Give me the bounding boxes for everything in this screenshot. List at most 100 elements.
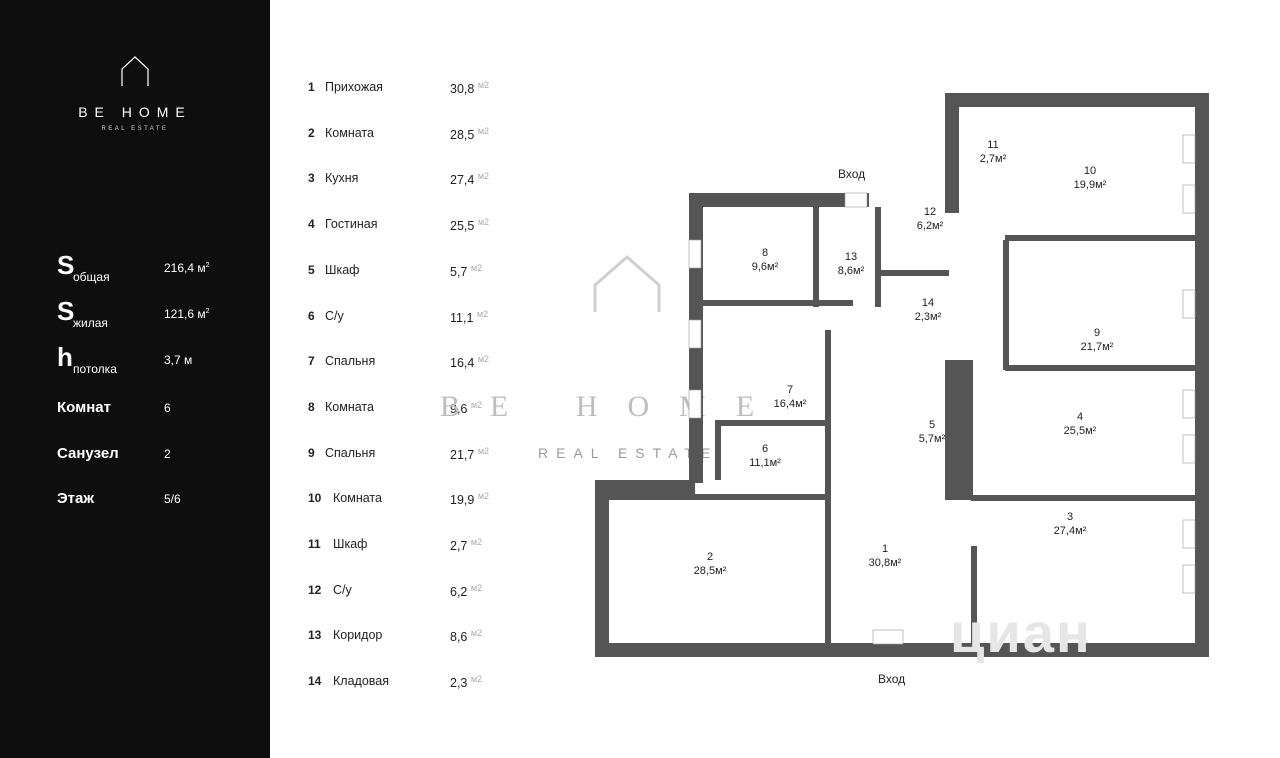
room-label-4: 4 [1077, 411, 1083, 423]
room-area: 30,8 м2 [450, 80, 490, 97]
room-label-9: 9 [1094, 327, 1100, 339]
room-area-14: 2,3м² [915, 311, 942, 323]
room-label-11: 11 [987, 139, 998, 151]
room-number: 6 [308, 308, 315, 323]
room-area-7: 16,4м² [774, 398, 807, 410]
room-labels: 1 30,8м² 2 28,5м² 3 27,4м² 4 25,5м² 5 5,… [694, 139, 1114, 577]
room-label-13: 13 [845, 251, 857, 263]
room-name: Комната [333, 491, 382, 506]
room-area: 2,7 м2 [450, 537, 483, 554]
room-area: 6,2 м2 [450, 582, 483, 599]
room-label-12: 12 [924, 206, 936, 218]
room-list-item: 11 Шкаф 2,7 м2 [300, 537, 530, 553]
room-area: 16,4 м2 [450, 354, 490, 371]
stat-ceiling-height: h потолка 3,7 м [57, 342, 193, 376]
cian-watermark: циан [950, 601, 1092, 664]
room-area-3: 27,4м² [1054, 525, 1087, 537]
room-list-item: 5 Шкаф 5,7 м2 [300, 263, 530, 279]
watermark-subtitle: REAL ESTATE [538, 445, 719, 461]
room-name: Шкаф [325, 262, 360, 277]
entrance-top-label: Вход [838, 167, 866, 181]
room-number: 5 [308, 262, 315, 277]
room-name: Прихожая [325, 80, 383, 94]
floor-plan: 1 30,8м² 2 28,5м² 3 27,4м² 4 25,5м² 5 5,… [595, 93, 1209, 657]
room-number: 14 [308, 674, 322, 689]
room-label-14: 14 [922, 297, 934, 309]
room-number: 3 [308, 171, 315, 186]
watermark-house-icon [593, 255, 661, 312]
room-list-item: 1 Прихожая 30,8 м2 [300, 80, 530, 96]
room-label-8: 8 [762, 247, 768, 259]
room-area-1: 30,8м² [869, 557, 902, 569]
brand-subtitle: REAL ESTATE [101, 126, 169, 132]
room-list-item: 4 Гостиная 25,5 м2 [300, 217, 530, 233]
room-number: 1 [308, 80, 315, 94]
room-name: С/у [333, 582, 352, 597]
room-list-item: 13 Коридор 8,6 м2 [300, 628, 530, 644]
room-list-item: 12 С/у 6,2 м2 [300, 583, 530, 599]
room-area-8: 9,6м² [752, 261, 779, 273]
room-area-9: 21,7м² [1081, 341, 1114, 353]
room-label-10: 10 [1084, 165, 1096, 177]
stat-total-area: S общая 216,4 м2 [57, 250, 210, 284]
info-sidebar: BE HOME REAL ESTATE S общая 216,4 м2 S ж… [0, 0, 270, 758]
room-list-item: 7 Спальня 16,4 м2 [300, 354, 530, 370]
room-area-2: 28,5м² [694, 565, 727, 577]
room-name: Спальня [325, 354, 376, 369]
room-name: Комната [325, 125, 374, 140]
room-name: Кухня [325, 171, 359, 186]
room-area: 2,3 м2 [450, 674, 483, 691]
room-number: 10 [308, 491, 322, 506]
plan-walls [595, 93, 1209, 657]
room-area: 9,6 м2 [450, 399, 483, 417]
room-area-10: 19,9м² [1074, 179, 1107, 191]
room-name: Коридор [333, 628, 383, 643]
stat-floor: Этаж 5/6 [57, 490, 181, 507]
room-name: Шкаф [333, 537, 368, 551]
room-number: 11 [308, 537, 321, 551]
room-area-11: 2,7м² [980, 153, 1007, 165]
stat-living-area: S жилая 121,6 м2 [57, 296, 210, 330]
entrance-bottom-label: Вход [878, 672, 906, 686]
room-number: 12 [308, 582, 322, 597]
room-number: 4 [308, 217, 315, 232]
room-number: 13 [308, 628, 322, 643]
room-label-2: 2 [707, 551, 713, 563]
room-label-5: 5 [929, 419, 935, 431]
room-name: Комната [325, 399, 374, 414]
room-label-1: 1 [882, 543, 888, 555]
brand-name: BE HOME [78, 104, 192, 120]
room-name: Гостиная [325, 217, 378, 232]
room-list-item: 2 Комната 28,5 м2 [300, 126, 530, 142]
room-area: 21,7 м2 [450, 445, 490, 462]
room-list-item: 6 С/у 11,1 м2 [300, 309, 530, 325]
room-number: 2 [308, 125, 315, 140]
room-area: 19,9 м2 [450, 491, 490, 508]
room-area: 11,1 м2 [450, 308, 489, 325]
room-area-6: 11,1м² [749, 457, 781, 469]
room-name: Спальня [325, 445, 376, 460]
room-area: 5,7 м2 [450, 262, 483, 279]
room-area: 8,6 м2 [450, 628, 483, 645]
room-name: С/у [325, 308, 344, 323]
plan-windows [688, 134, 1196, 645]
room-number: 7 [308, 354, 315, 369]
stat-bathrooms: Санузел 2 [57, 445, 171, 462]
room-label-7: 7 [787, 384, 793, 396]
house-logo-icon [121, 56, 149, 86]
room-area-13: 8,6м² [838, 265, 865, 277]
room-label-3: 3 [1067, 511, 1073, 523]
room-list-item: 3 Кухня 27,4 м2 [300, 171, 530, 187]
stat-rooms: Комнат 6 [57, 399, 171, 416]
room-area: 28,5 м2 [450, 125, 490, 142]
room-label-6: 6 [762, 443, 768, 455]
room-area: 27,4 м2 [450, 171, 490, 188]
room-area: 25,5 м2 [450, 217, 490, 234]
room-list-item: 10 Комната 19,9 м2 [300, 491, 530, 507]
room-area-4: 25,5м² [1064, 425, 1097, 437]
room-area-12: 6,2м² [917, 220, 944, 232]
room-area-5: 5,7м² [919, 433, 946, 445]
